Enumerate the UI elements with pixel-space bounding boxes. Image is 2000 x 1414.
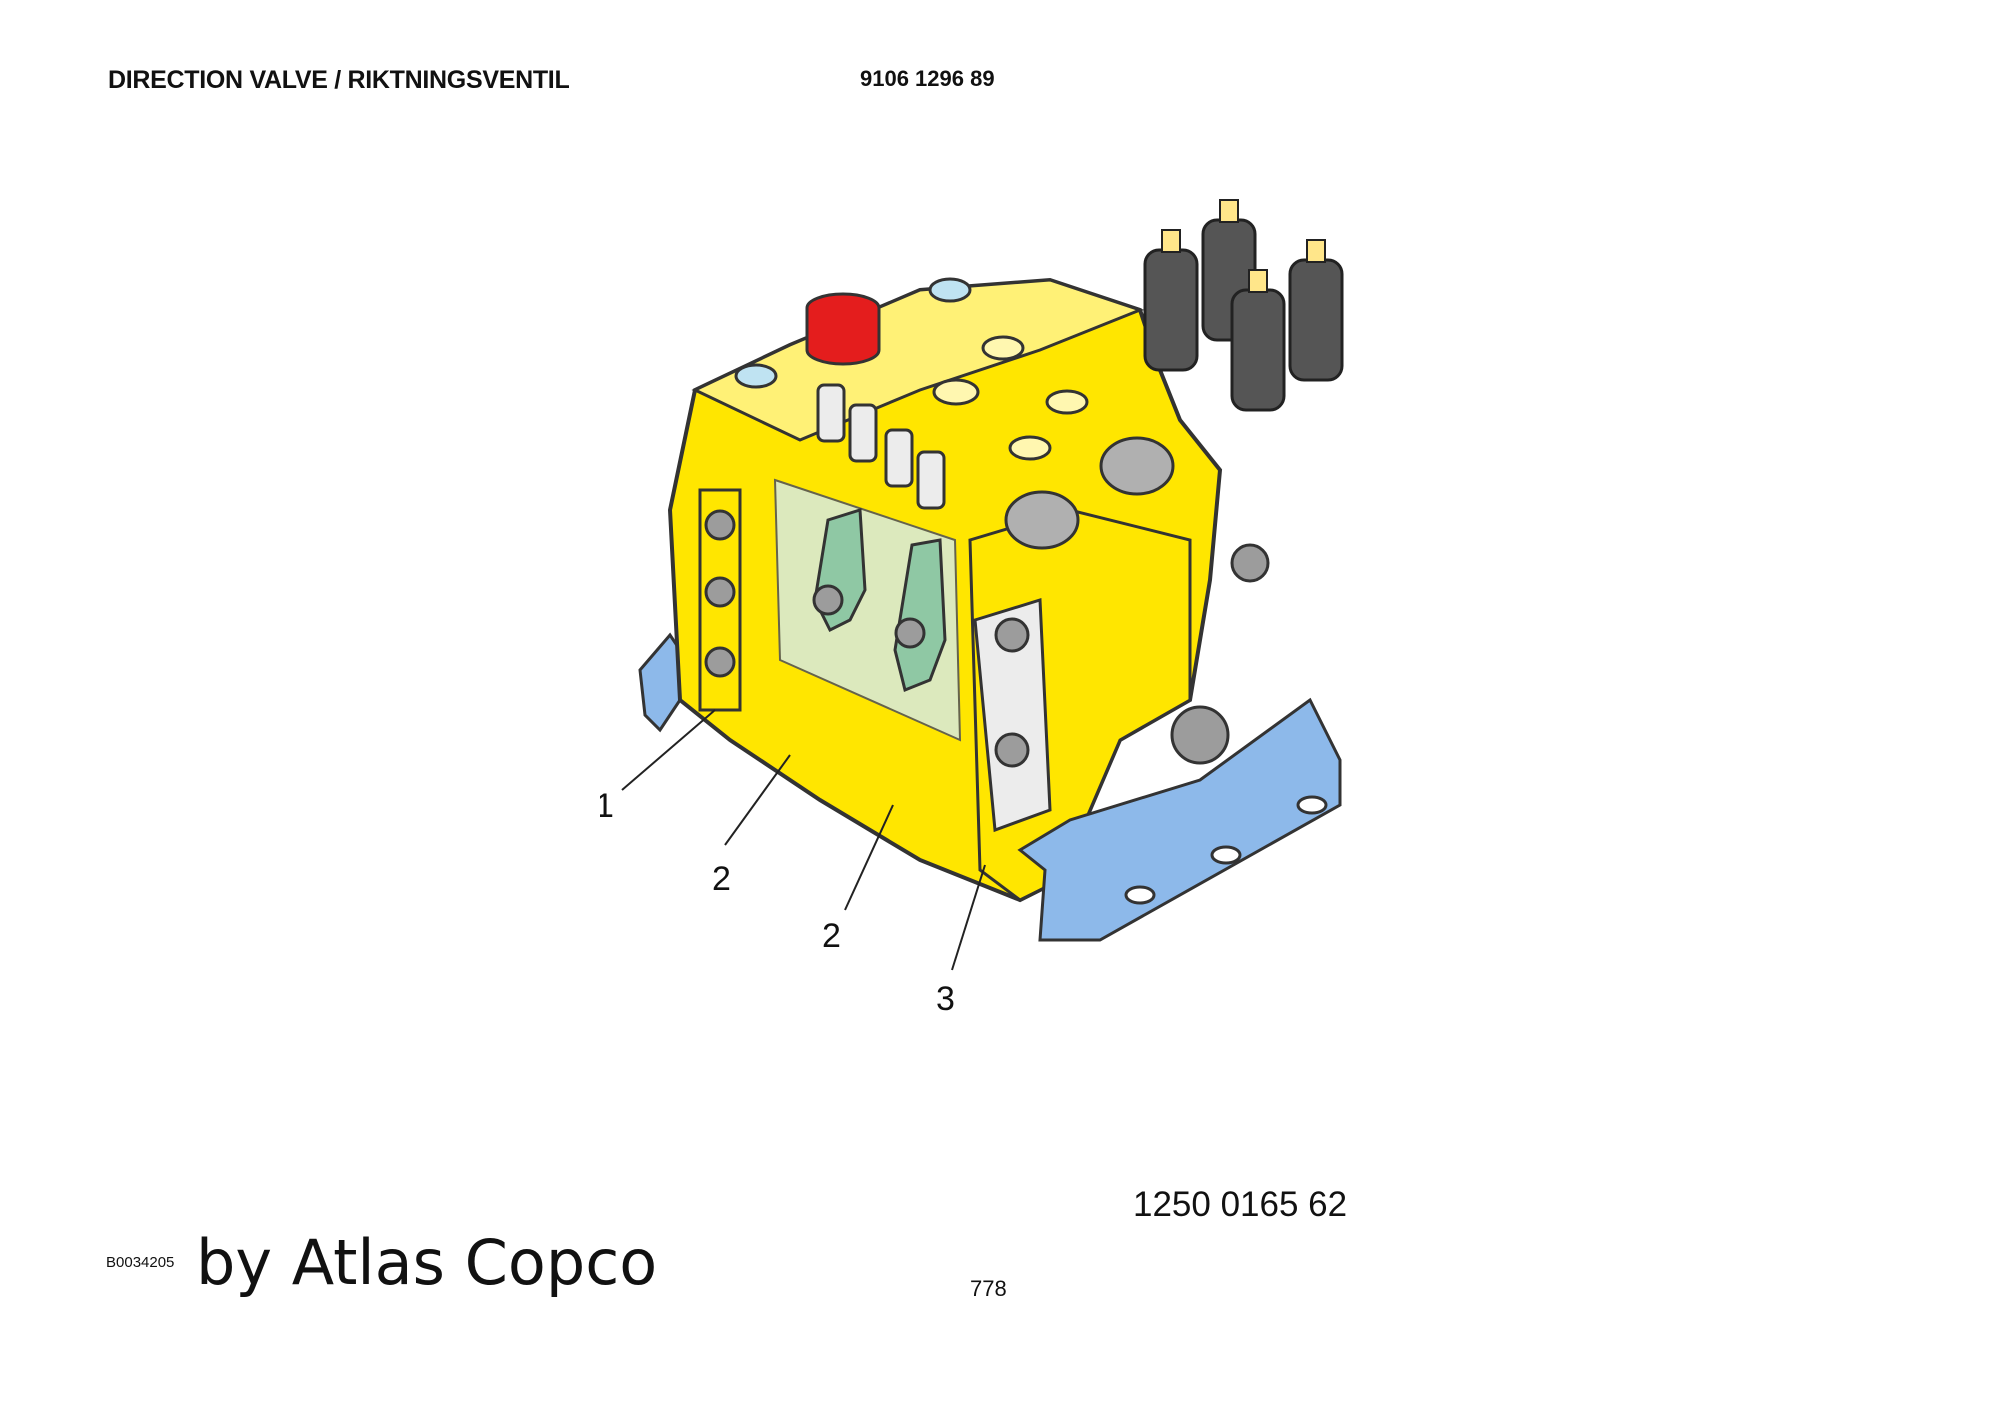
callout-1: 1 <box>600 787 614 825</box>
page-number: 778 <box>970 1276 1007 1301</box>
drawing-number: 1250 0165 62 <box>1133 1185 1348 1224</box>
bracket-left <box>638 632 682 733</box>
callout-2b: 2 <box>822 917 841 955</box>
page-title: DIRECTION VALVE / RIKTNINGSVENTIL <box>108 66 570 94</box>
brand-text: by Atlas Copco <box>196 1226 658 1299</box>
valve-illustration: 1 2 2 3 <box>600 199 1344 1018</box>
image-id: B0034205 <box>106 1254 175 1271</box>
callout-3: 3 <box>936 980 955 1018</box>
solenoid-coils <box>1143 218 1344 412</box>
bracket-right <box>1017 697 1342 942</box>
part-number: 9106 1296 89 <box>860 66 995 91</box>
callout-2a: 2 <box>712 860 731 898</box>
